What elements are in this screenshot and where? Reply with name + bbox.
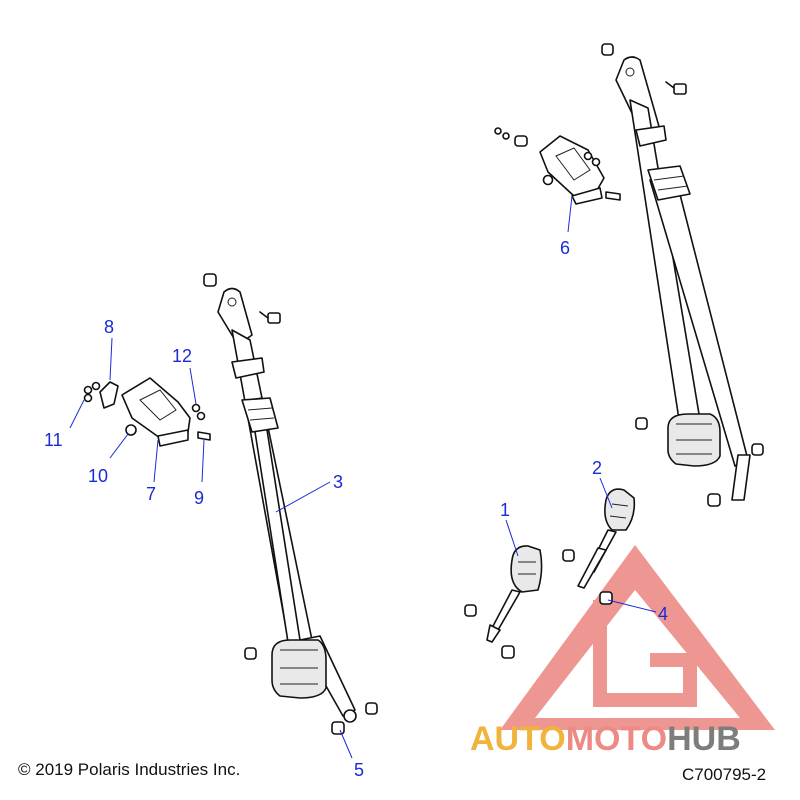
seat-belt-right <box>601 43 764 507</box>
watermark-text: AUTOMOTOHUB <box>470 720 741 758</box>
callout-12: 12 <box>172 346 192 366</box>
watermark-logo <box>500 545 775 730</box>
callout-3: 3 <box>333 472 343 492</box>
callout-11: 11 <box>44 430 63 450</box>
callout-9: 9 <box>194 488 204 508</box>
callout-1: 1 <box>500 500 510 520</box>
buckle-assembly-1 <box>464 545 543 659</box>
copyright-text: © 2019 Polaris Industries Inc. <box>18 760 241 779</box>
mounting-bracket-left <box>83 377 211 447</box>
callout-8: 8 <box>104 317 114 337</box>
callout-2: 2 <box>592 458 602 478</box>
callout-6: 6 <box>560 238 570 258</box>
callout-7: 7 <box>146 484 156 504</box>
buckle-assembly-2 <box>562 488 636 605</box>
leader-lines <box>69 195 657 759</box>
seat-belt-left <box>203 273 378 735</box>
callout-5: 5 <box>354 760 364 780</box>
callouts: 1 2 3 4 5 6 7 8 9 10 11 12 <box>44 238 668 780</box>
mounting-bracket-right <box>494 127 621 205</box>
callout-4: 4 <box>658 604 668 624</box>
bolt-icon <box>259 311 281 324</box>
callout-10: 10 <box>88 466 108 486</box>
drawing-number: C700795-2 <box>682 765 767 784</box>
